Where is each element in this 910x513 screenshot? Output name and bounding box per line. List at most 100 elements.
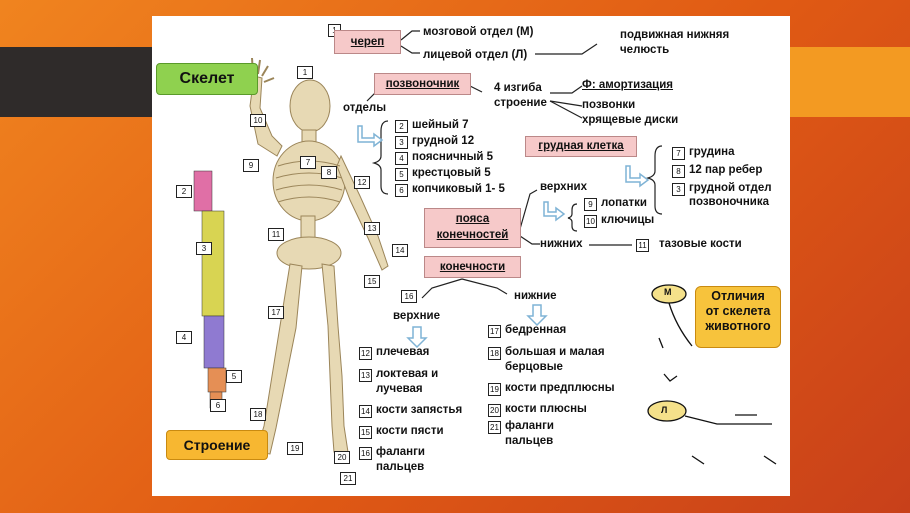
differences-line-3: животного [705,319,771,333]
figure-num-8: 8 [321,166,337,179]
upper-limb-1: плечевая [376,346,430,358]
animal-m: М [664,287,672,297]
figure-num-13: 13 [364,222,380,235]
spine-curves-2: строение [494,97,547,109]
girdles-title-1: пояса [455,213,490,225]
upper-limb-2-num: 13 [359,369,372,382]
lower-limb-2-num: 18 [488,347,501,360]
lower-limb-4: кости плюсны [505,403,587,415]
girdle-item-1: лопатки [601,197,647,209]
girdle-item-2: ключицы [601,214,655,226]
figure-num-5: 5 [226,370,242,383]
figure-num-20: 20 [334,451,350,464]
girdles-lower: нижних [540,238,583,250]
upper-limb-2: локтевая и [376,368,439,380]
figure-num-17: 17 [268,306,284,319]
limbs-lower: нижние [514,290,557,302]
upper-limb-3-num: 14 [359,405,372,418]
figure-num-11: 11 [268,228,284,241]
limbs-box: конечности [424,256,521,278]
spine-shock: Ф: амортизация [582,79,674,91]
chest-item-1: грудина [689,146,735,158]
spine-section-3-num: 4 [395,152,408,165]
spine-section-5-num: 6 [395,184,408,197]
lower-limb-5-cont: пальцев [505,435,554,447]
num-pelvis: 11 [636,239,649,252]
lower-limb-2-cont: берцовые [505,361,563,373]
figure-num-16: 16 [401,290,417,303]
lower-limb-5-num: 21 [488,421,501,434]
limbs-upper: верхние [393,310,440,322]
girdle-item-1-num: 9 [584,198,597,211]
figure-num-18: 18 [250,408,266,421]
girdle-item-2-num: 10 [584,215,597,228]
skull-brain: мозговой отдел (М) [423,26,534,38]
lower-limb-3-num: 19 [488,383,501,396]
spine-section-5: копчиковый 1- 5 [412,183,505,195]
differences-line-2: от скелета [705,304,771,318]
spine-section-2-num: 3 [395,136,408,149]
spine-section-1: шейный 7 [412,119,469,131]
spine-sections-label: отделы [343,102,387,114]
figure-num-15: 15 [364,275,380,288]
lower-limb-1: бедренная [505,324,567,336]
accent-band [790,47,910,117]
lower-limb-5: фаланги [505,420,554,432]
upper-limb-5: фаланги [376,446,425,458]
chest-item-2: 12 пар ребер [689,164,763,176]
spine-curves-1: 4 изгиба [494,82,542,94]
spine-section-2: грудной 12 [412,135,475,147]
upper-limb-4: кости пясти [376,425,444,437]
chest-item-cont: позвоночника [689,196,770,208]
figure-num-21: 21 [340,472,356,485]
lower-limb-2: большая и малая [505,346,605,358]
spine-section-4-num: 5 [395,168,408,181]
differences-line-1: Отличия [711,289,765,303]
figure-num-4: 4 [176,331,192,344]
animal-l: Л [661,405,668,415]
figure-num-14: 14 [392,244,408,257]
upper-limb-5-num: 16 [359,447,372,460]
chest-item-2-num: 8 [672,165,685,178]
upper-limb-3: кости запястья [376,404,463,416]
upper-limb-5-cont: пальцев [376,461,425,473]
figure-num-1: 1 [297,66,313,79]
skull-box: череп [334,30,401,54]
girdles-box: пояса конечностей [424,208,521,248]
girdles-upper: верхних [540,181,587,193]
differences-box: Отличия от скелета животного [695,286,781,348]
figure-num-7: 7 [300,156,316,169]
figure-num-10: 10 [250,114,266,127]
skull-jaw-1: подвижная нижняя [620,29,730,41]
figure-num-9: 9 [243,159,259,172]
diagram-lines [193,30,777,465]
spine-box: позвоночник [374,73,471,95]
figure-num-19: 19 [287,442,303,455]
structure-title: Строение [166,430,268,460]
upper-limb-1-num: 12 [359,347,372,360]
lower-limb-4-num: 20 [488,404,501,417]
upper-limb-2-cont: лучевая [376,383,423,395]
figure-num-12: 12 [354,176,370,189]
skeleton-title: Скелет [156,63,258,95]
skull-jaw-2: челюсть [620,44,670,56]
skull-face: лицевой отдел (Л) [423,49,528,61]
figure-num-6: 6 [210,399,226,412]
girdles-pelvis: тазовые кости [659,238,742,250]
slide: Скелет Строение Отличия от скелета живот… [152,16,790,496]
chest-item-3-num: 3 [672,183,685,196]
upper-limb-4-num: 15 [359,426,372,439]
lower-limb-1-num: 17 [488,325,501,338]
spine-section-4: крестцовый 5 [412,167,491,179]
lower-limb-3: кости предплюсны [505,382,615,394]
chest-box: грудная клетка [525,136,637,157]
girdles-title-2: конечностей [436,229,509,241]
spine-vertebrae: позвонки [582,99,636,111]
figure-num-2: 2 [176,185,192,198]
chest-item-1-num: 7 [672,147,685,160]
chest-item-3: грудной отдел [689,182,772,194]
spine-section-1-num: 2 [395,120,408,133]
figure-num-3: 3 [196,242,212,255]
spine-section-3: поясничный 5 [412,151,494,163]
spine-discs: хрящевые диски [582,114,679,126]
